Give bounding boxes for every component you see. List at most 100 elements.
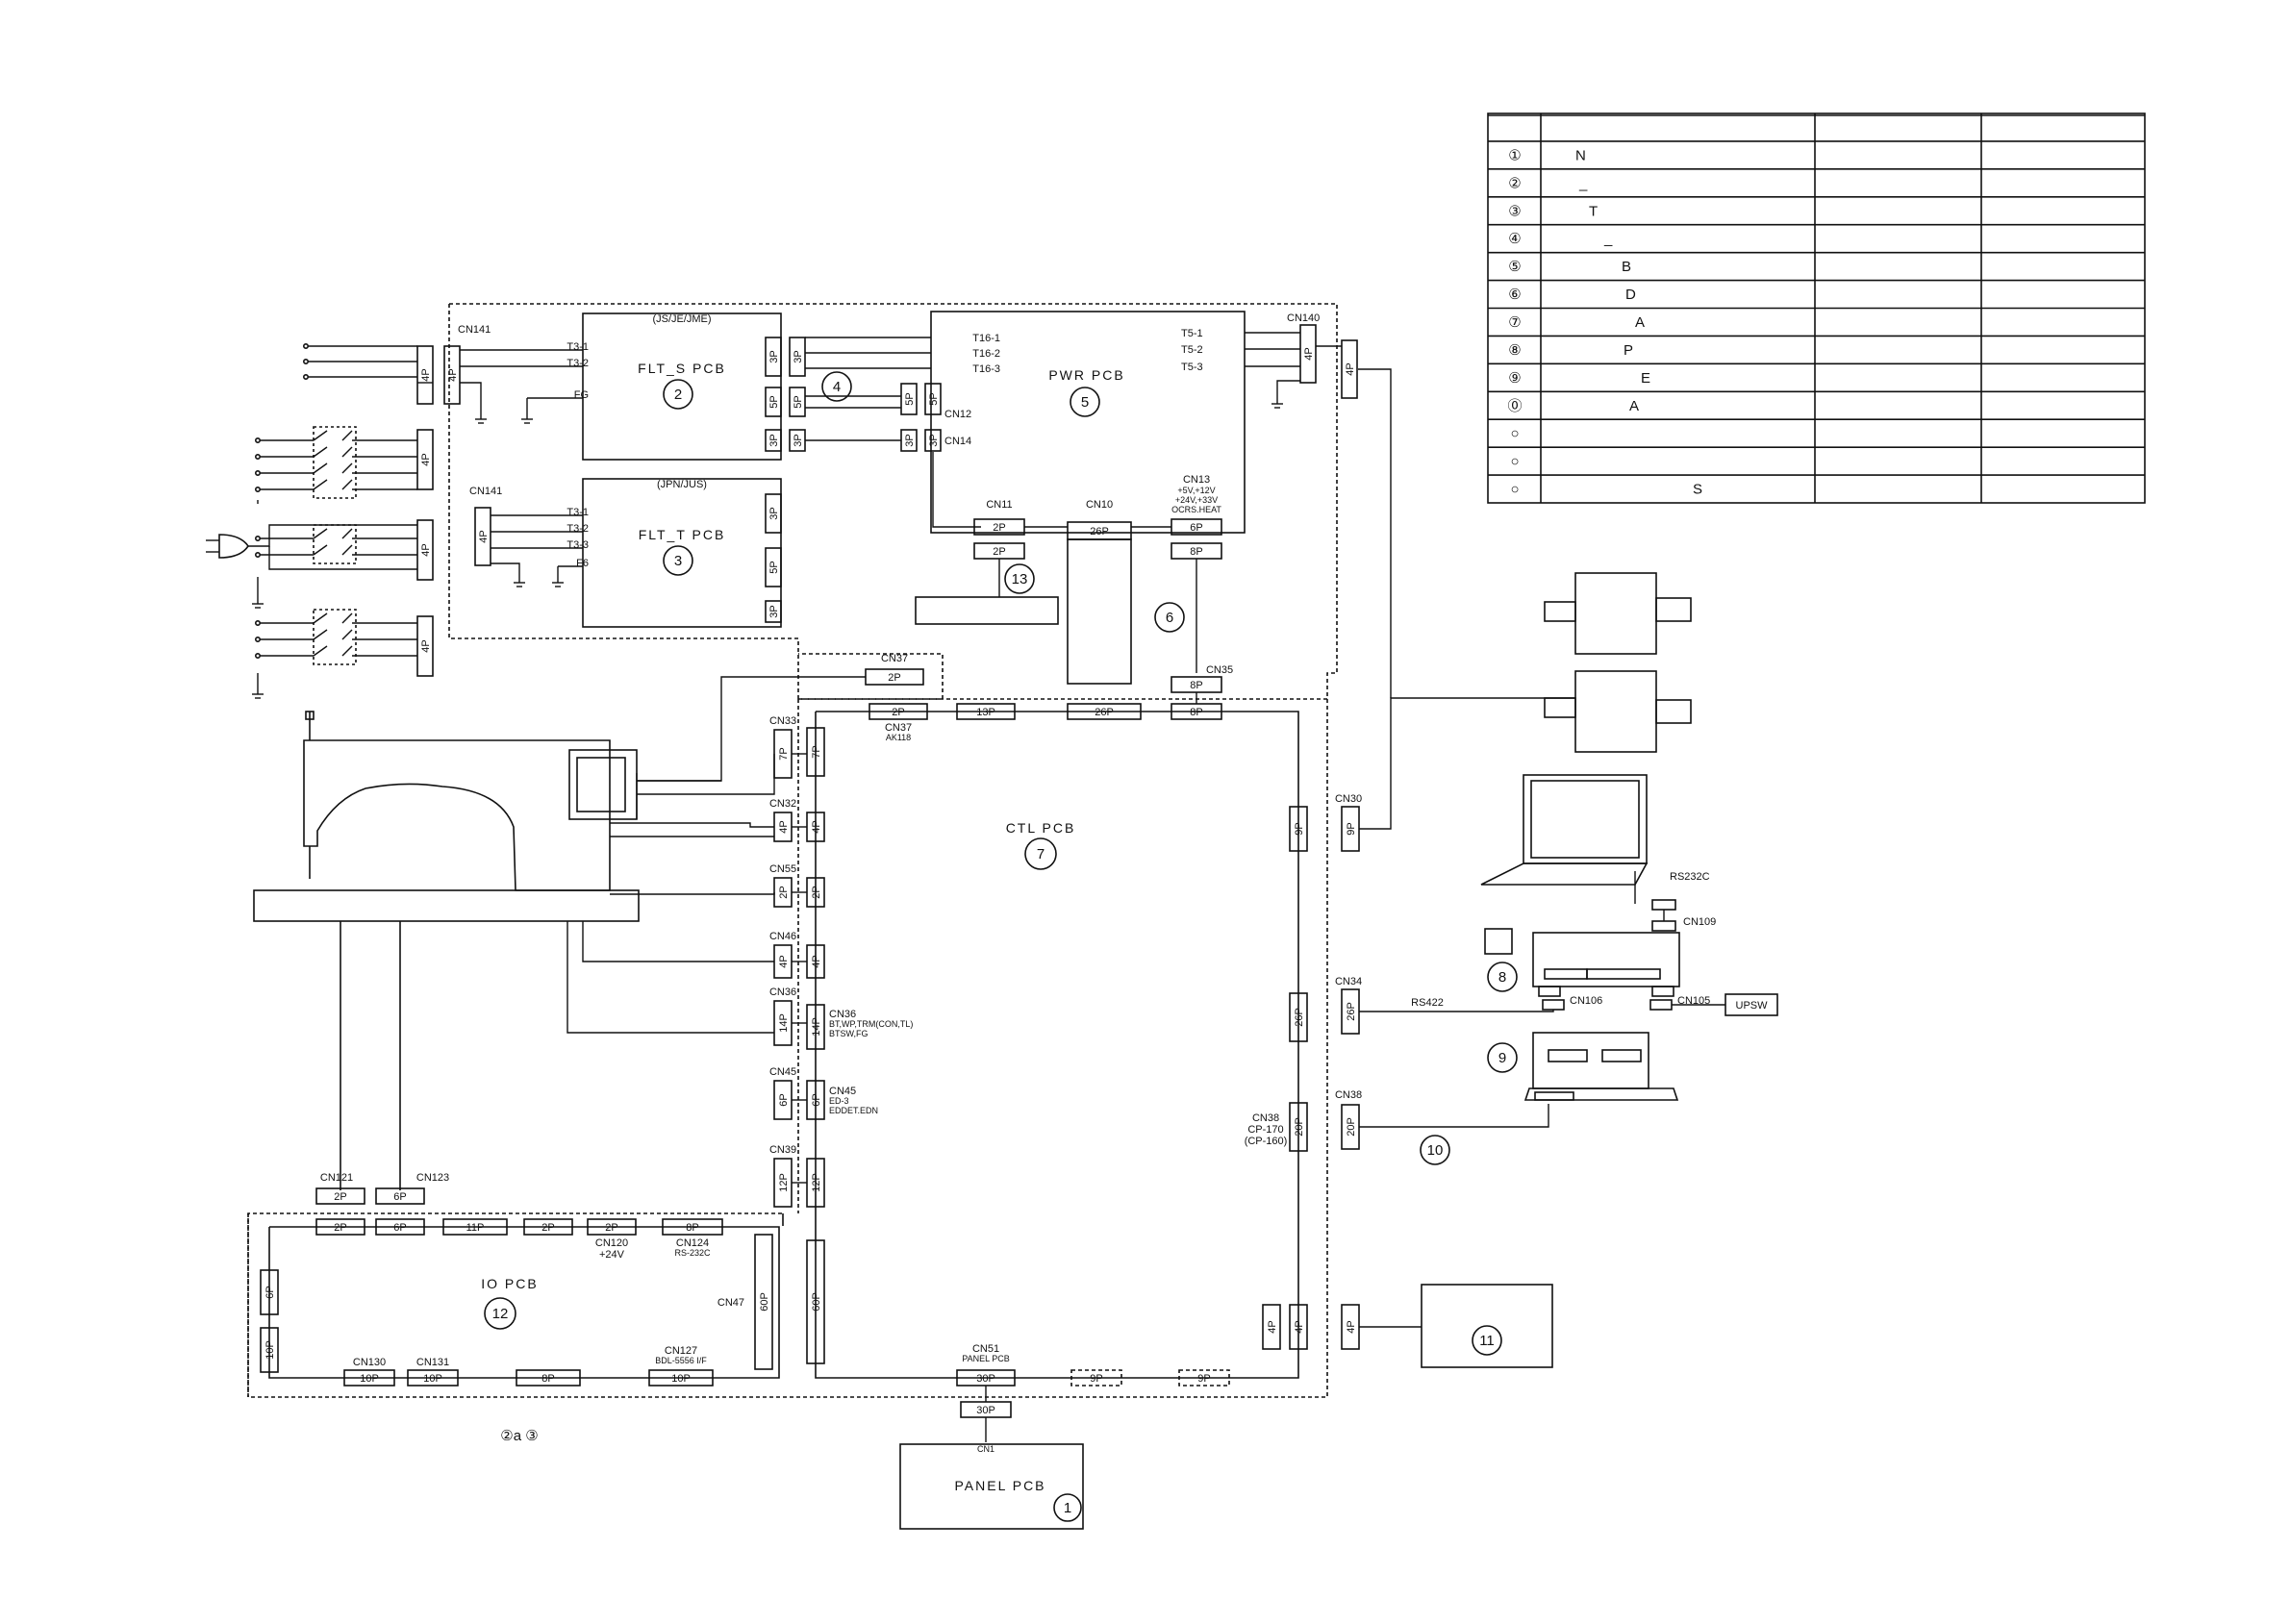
switch-block-1	[313, 462, 328, 474]
flt-s-3p-label: 3P	[768, 350, 780, 362]
switch-block-1	[341, 430, 353, 441]
cn45-d1: ED-3	[829, 1096, 849, 1106]
cn45_left-connector	[773, 1080, 793, 1120]
panel-pcb	[899, 1443, 1084, 1530]
switch-block-3	[341, 629, 353, 640]
cn14-3p-b	[924, 429, 942, 452]
ctl-9p-c-label: 9P	[1197, 1373, 1210, 1385]
upsw-box	[1725, 993, 1778, 1016]
cn13-6p	[1171, 518, 1222, 536]
flt-t-5p-label: 5P	[768, 561, 780, 573]
cn12-5p-b	[924, 383, 942, 415]
circled-10	[1420, 1135, 1450, 1165]
cn13-v3: OCRS.HEAT	[1171, 505, 1221, 514]
sewing-machine-head	[303, 739, 611, 891]
terminal	[302, 342, 309, 349]
legend-text: B	[1622, 259, 1631, 275]
circled-8-label: 8	[1498, 969, 1506, 986]
panel-30p-label: 30P	[976, 1405, 995, 1416]
io-10p-l-label: 10P	[264, 1340, 276, 1360]
ctl-26p	[1067, 703, 1142, 720]
io-8p-b-label: 8P	[541, 1373, 554, 1385]
cn13-8p	[1171, 542, 1222, 560]
cn32-connector	[773, 812, 793, 842]
cn10-26p-label: 26P	[1090, 526, 1109, 537]
ctl-14p	[806, 1004, 825, 1050]
cn12-5p-b-label: 5P	[928, 392, 940, 405]
ctl-13p-label: 13P	[976, 707, 995, 718]
io-10p-l	[260, 1327, 279, 1373]
cn105-label: CN105	[1677, 995, 1710, 1007]
cn37-2p	[869, 703, 928, 720]
cn140-label: CN140	[1287, 312, 1320, 324]
legend-mark: ⑤	[1508, 259, 1521, 275]
ctl-60p	[806, 1239, 825, 1364]
right-4p-b	[1341, 1304, 1360, 1350]
wire	[637, 754, 775, 795]
flt-t-3p-label: 3P	[768, 507, 780, 519]
switch-block-3	[341, 612, 353, 624]
cn140-4p	[1299, 324, 1317, 384]
terminal	[302, 373, 309, 380]
wire	[1359, 1010, 1554, 1012]
cn30-9p-label: 9P	[1346, 822, 1357, 835]
cn55-connector	[773, 877, 793, 908]
cn46-connector-label: 4P	[778, 955, 790, 967]
t3-3-label: T3-3	[566, 539, 589, 551]
laptop-screen-inner	[1530, 780, 1640, 859]
cn121-label: CN121	[320, 1172, 353, 1184]
ctl-9p-label: 9P	[1294, 822, 1305, 835]
ctl-6p	[806, 1080, 825, 1120]
io-8p-b	[516, 1369, 581, 1387]
switch-block-2	[313, 528, 328, 539]
cn34-26p	[1341, 988, 1360, 1035]
cn140-4p-label: 4P	[1303, 347, 1315, 360]
cn32-connector-label: 4P	[778, 820, 790, 833]
pwr-3p-in-label: 3P	[793, 350, 804, 362]
t3-1-label: T3-1	[566, 341, 589, 353]
left-4p-b-label: 4P	[420, 453, 432, 465]
footnote: ②a ③	[500, 1428, 538, 1444]
wire	[248, 524, 417, 547]
ctl-26p-r-label: 26P	[1294, 1008, 1305, 1027]
cn124-label: CN124	[676, 1237, 709, 1249]
terminal	[254, 437, 261, 443]
cn14-3p-b-label: 3P	[928, 434, 940, 446]
ctl-26p-r	[1289, 992, 1308, 1042]
laptop-base	[1480, 862, 1649, 886]
device-9-base	[1523, 1087, 1679, 1101]
cn36-d2: BTSW,FG	[829, 1029, 869, 1038]
flt-t-3p-b	[765, 600, 782, 623]
cn34-label: CN34	[1335, 976, 1362, 987]
io-2p-label: 2P	[334, 1222, 346, 1234]
wire	[637, 676, 866, 782]
panel-title: PANEL PCB	[954, 1478, 1045, 1493]
flt-s-pcb	[582, 312, 782, 461]
cn37-2p-label: 2P	[892, 707, 904, 718]
cn13-6p-label: 6P	[1190, 522, 1202, 534]
switch-block-1	[341, 479, 353, 490]
cn106-plug	[1542, 999, 1565, 1011]
right-4p-b-label: 4P	[1346, 1320, 1357, 1333]
legend-mark: ○	[1510, 482, 1519, 498]
io-2p-c-label: 2P	[605, 1222, 617, 1234]
wire	[932, 452, 981, 528]
legend-mark: ⓪	[1507, 398, 1522, 414]
io-6p-l	[260, 1269, 279, 1315]
switch-block-1	[313, 479, 328, 490]
cn45_left-label: CN45	[769, 1066, 796, 1078]
t16-3: T16-3	[972, 363, 1000, 375]
cn39-connector-label: 12P	[778, 1173, 790, 1192]
circled-4	[821, 371, 852, 402]
ctl-20p-label: 20P	[1294, 1117, 1305, 1137]
upsw-label: UPSW	[1736, 1000, 1769, 1012]
cn36-d1: BT,WP,TRM(CON,TL)	[829, 1019, 913, 1029]
shapes	[218, 112, 2146, 1530]
terminal	[254, 636, 261, 642]
wire	[1358, 368, 1392, 698]
cn35-8p	[1171, 676, 1222, 693]
cn123-6p-label: 6P	[393, 1191, 406, 1203]
ctl-60p-label: 60P	[811, 1292, 822, 1312]
io-2p-b	[523, 1218, 573, 1236]
